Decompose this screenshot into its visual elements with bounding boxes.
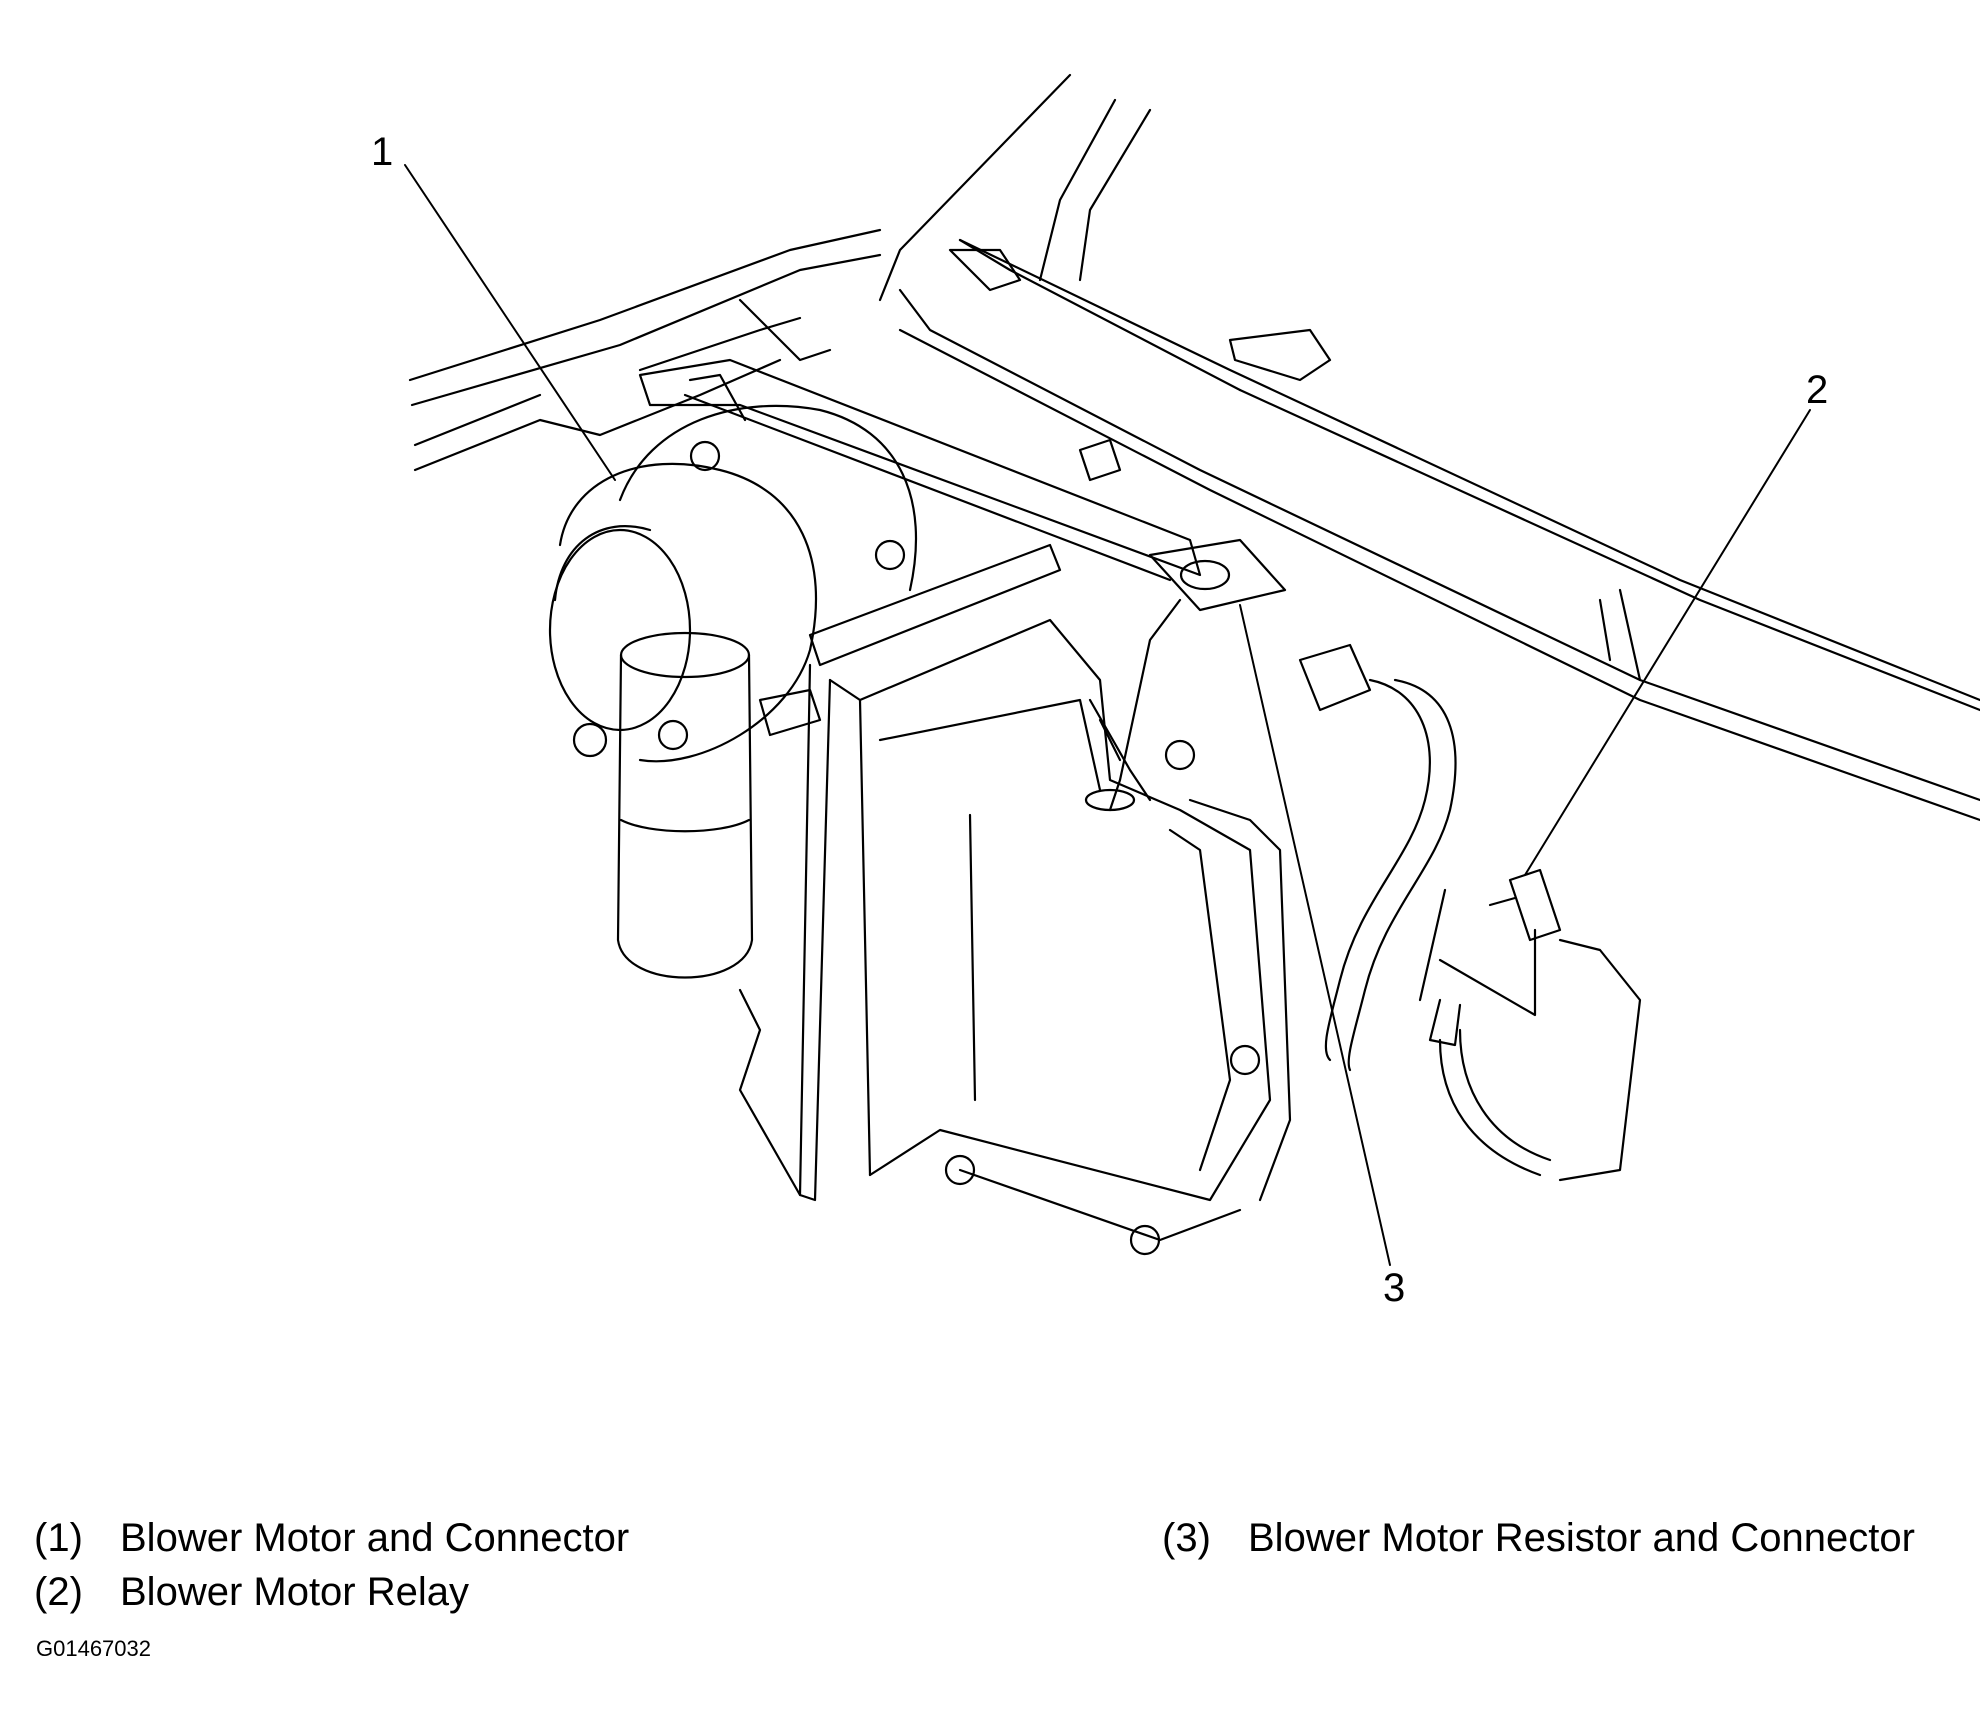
legend-number: (3) xyxy=(1162,1516,1211,1560)
legend-number: (1) xyxy=(34,1516,83,1560)
leader-lines xyxy=(404,164,1811,1266)
legend-text: Blower Motor and Connector xyxy=(120,1516,630,1560)
cowl-panel xyxy=(408,228,882,472)
legend-text: Blower Motor Relay xyxy=(120,1570,470,1614)
legend-number: (2) xyxy=(34,1570,83,1614)
hold-down-bracket xyxy=(638,358,1202,582)
callout-1: 1 xyxy=(371,130,394,174)
legend-text: Blower Motor Resistor and Connector xyxy=(1248,1516,1915,1560)
figure-id: G01467032 xyxy=(36,1636,151,1661)
callout-2: 2 xyxy=(1806,368,1829,412)
hvac-module-case xyxy=(738,543,1292,1256)
legend-item-3: (3) Blower Motor Resistor and Connector xyxy=(1162,1516,1915,1560)
diagram-illustration xyxy=(404,73,1980,1266)
callout-3: 3 xyxy=(1383,1266,1406,1310)
legend-item-1: (1) Blower Motor and Connector xyxy=(34,1516,629,1560)
wiring-harness xyxy=(1298,643,1552,1177)
dash-cross-beam xyxy=(878,73,1980,822)
blower-motor-resistor xyxy=(1084,538,1287,812)
accumulator-canister xyxy=(572,631,822,979)
blower-motor-relay xyxy=(1418,868,1642,1182)
blower-motor-diagram xyxy=(404,73,1980,1266)
legend-item-2: (2) Blower Motor Relay xyxy=(34,1570,469,1614)
